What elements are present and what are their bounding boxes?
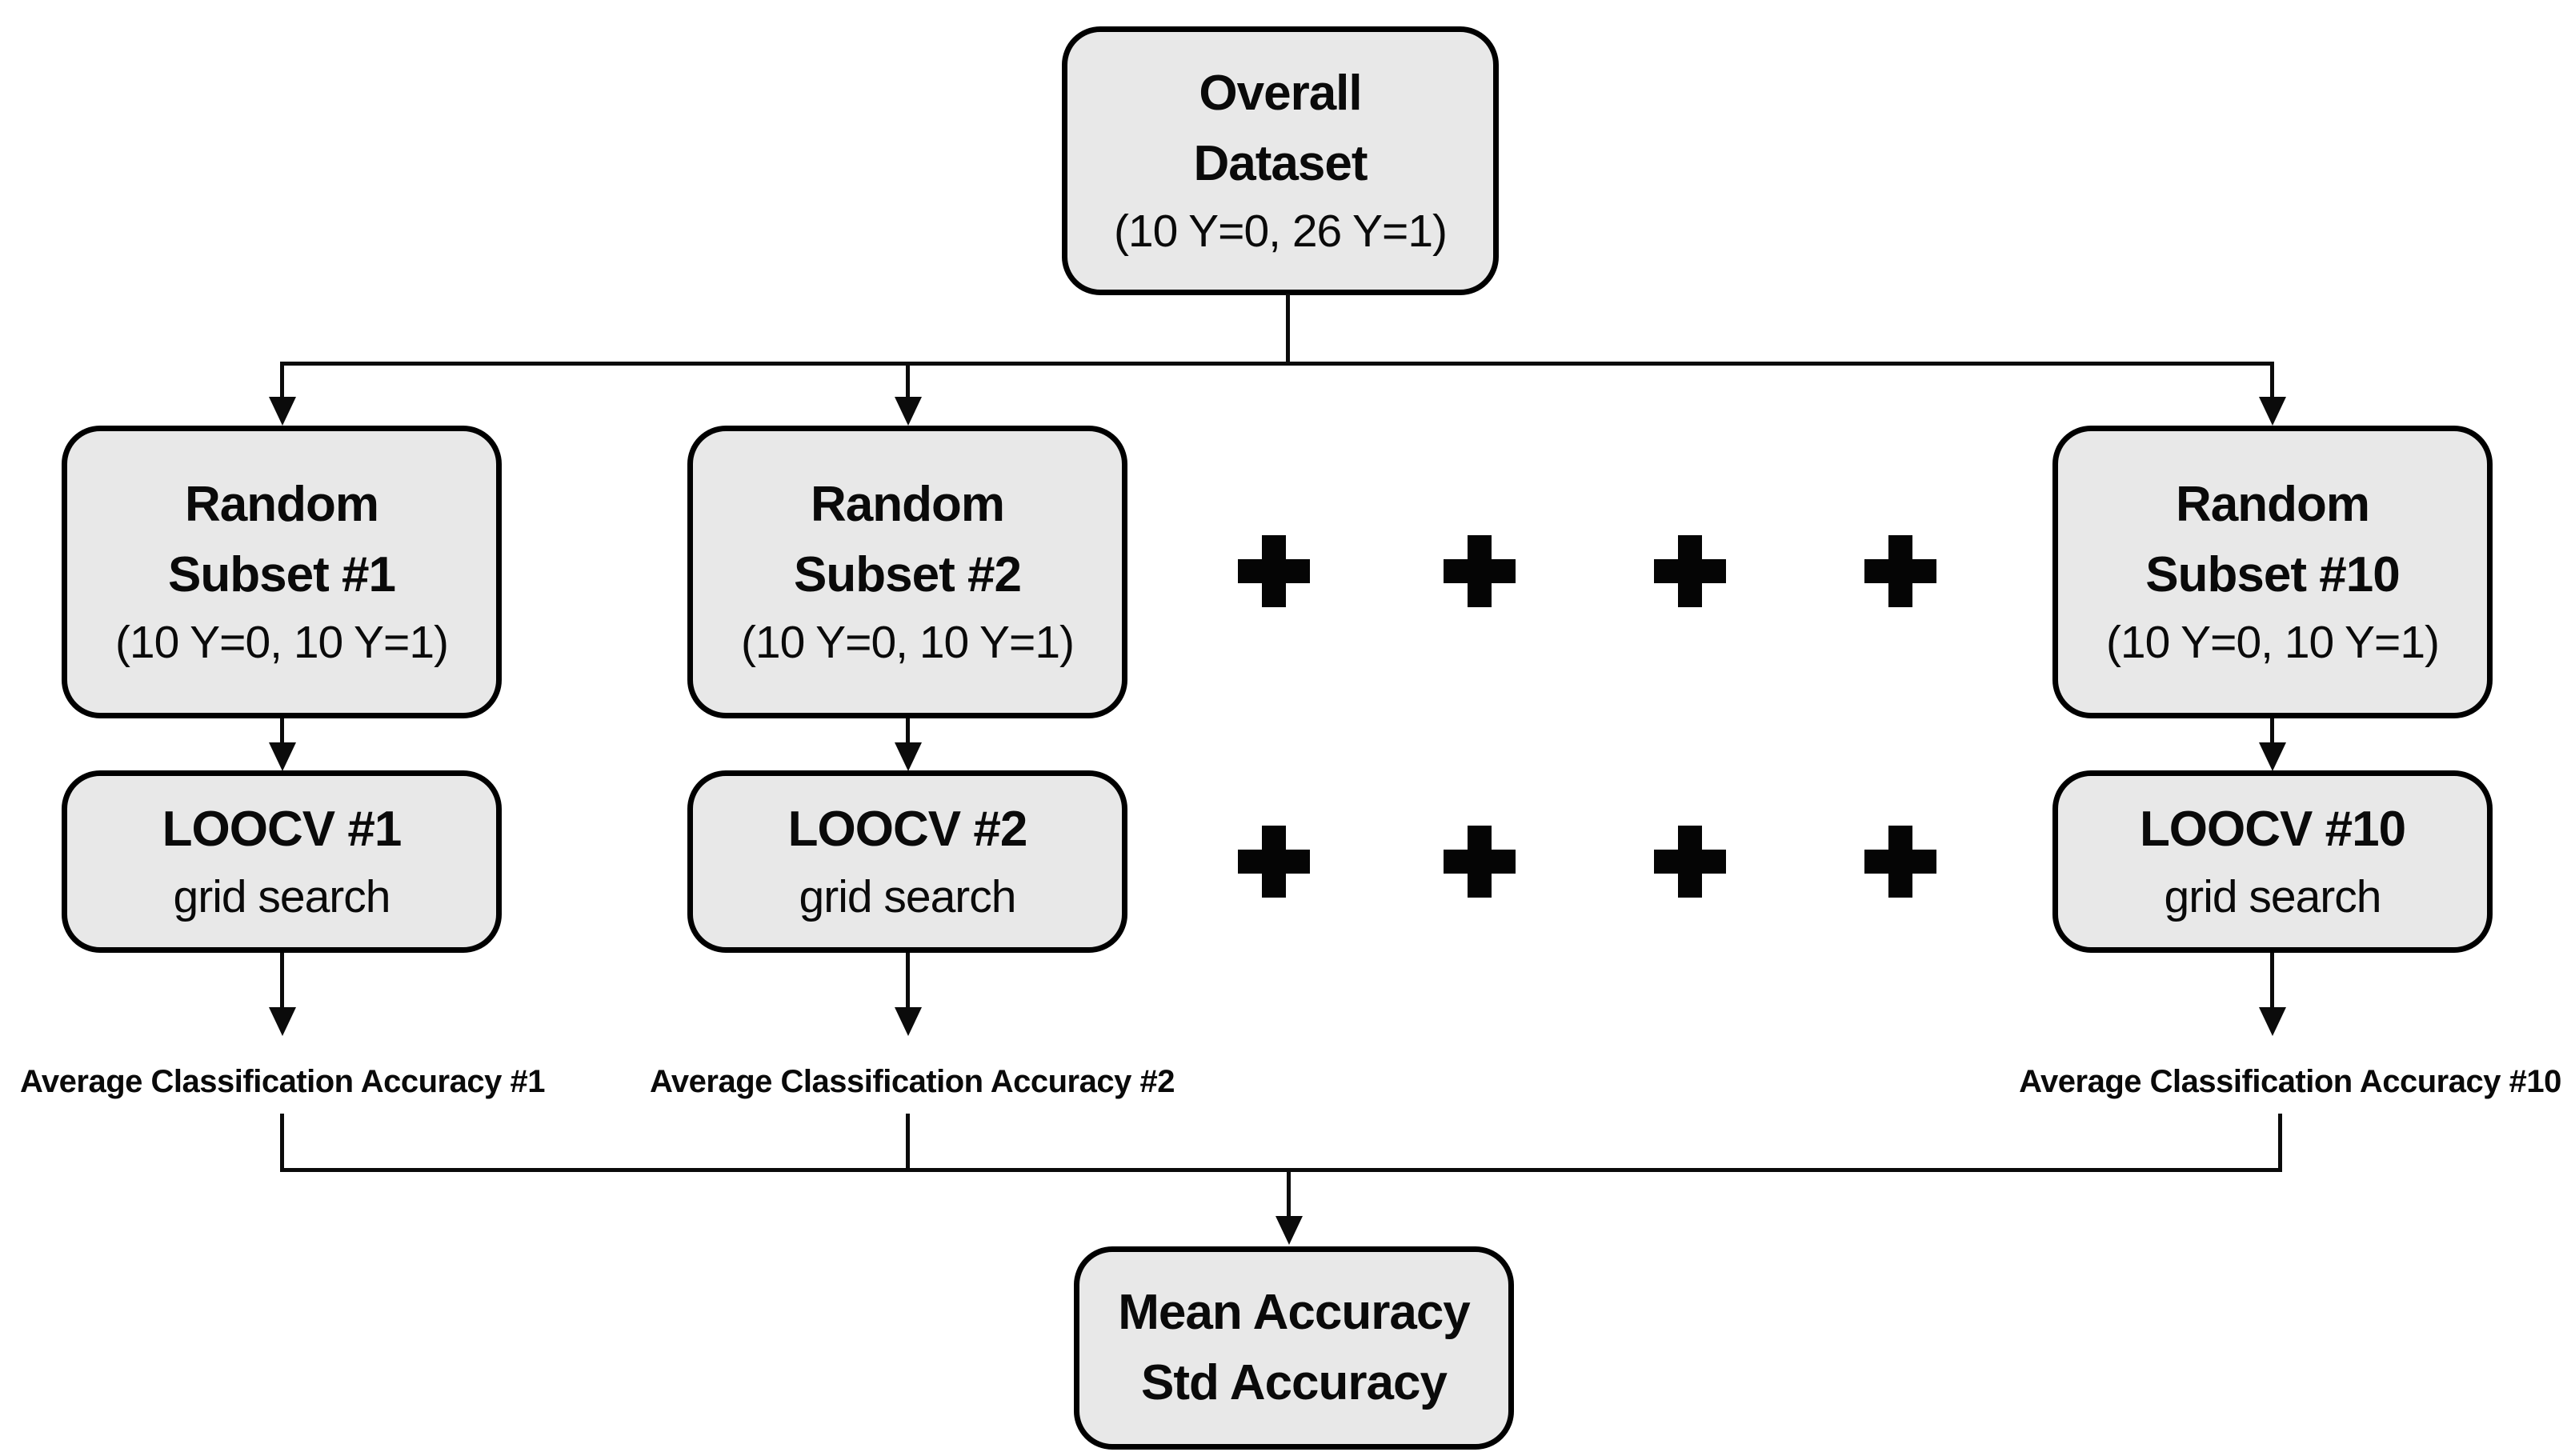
loocv-subtitle: grid search <box>799 870 1017 922</box>
arrow-down-icon <box>895 742 922 771</box>
plus-icon <box>1238 826 1310 898</box>
connector-line <box>2270 362 2274 400</box>
plus-icon <box>1238 535 1310 607</box>
plus-icon <box>1864 826 1936 898</box>
plus-icon <box>1654 535 1726 607</box>
plus-icon <box>1444 826 1516 898</box>
connector-line <box>280 953 284 1009</box>
connector-line <box>906 953 910 1009</box>
connector-converge-line <box>280 1168 2282 1172</box>
loocv-title: LOOCV #1 <box>162 801 402 857</box>
subset-title: Random <box>2176 476 2370 532</box>
overall-dataset-title: Overall <box>1199 65 1362 121</box>
loocv-1-box: LOOCV #1 grid search <box>62 770 502 953</box>
loocv-title: LOOCV #2 <box>787 801 1028 857</box>
overall-dataset-box: Overall Dataset (10 Y=0, 26 Y=1) <box>1062 26 1499 295</box>
arrow-down-icon <box>269 397 296 426</box>
connector-distribution-line <box>280 362 2274 366</box>
arrow-down-icon <box>895 397 922 426</box>
arrow-down-icon <box>2259 397 2286 426</box>
connector-line <box>1287 1168 1291 1218</box>
arrow-down-icon <box>269 742 296 771</box>
plus-icon <box>1444 535 1516 607</box>
plus-icon <box>1654 826 1726 898</box>
subset-title: Random <box>185 476 379 532</box>
accuracy-label-1: Average Classification Accuracy #1 <box>20 1064 545 1099</box>
connector-line <box>2278 1114 2282 1171</box>
connector-line <box>2270 718 2274 744</box>
subset-number: Subset #1 <box>168 546 396 602</box>
connector-line <box>906 718 910 744</box>
connector-line <box>2270 953 2274 1009</box>
subset-title: Random <box>811 476 1005 532</box>
connector-top-stem <box>1286 294 1290 364</box>
connector-line <box>280 718 284 744</box>
random-subset-10-box: Random Subset #10 (10 Y=0, 10 Y=1) <box>2052 426 2493 718</box>
random-subset-2-box: Random Subset #2 (10 Y=0, 10 Y=1) <box>687 426 1127 718</box>
connector-line <box>280 362 284 400</box>
plus-icon <box>1864 535 1936 607</box>
connector-line <box>906 362 910 400</box>
subset-counts: (10 Y=0, 10 Y=1) <box>114 616 449 668</box>
loocv-subtitle: grid search <box>2164 870 2382 922</box>
arrow-down-icon <box>269 1007 296 1036</box>
connector-line <box>280 1114 284 1171</box>
subset-number: Subset #10 <box>2145 546 2400 602</box>
loocv-subtitle: grid search <box>173 870 391 922</box>
std-accuracy-line: Std Accuracy <box>1141 1355 1448 1410</box>
arrow-down-icon <box>2259 742 2286 771</box>
arrow-down-icon <box>1275 1216 1303 1245</box>
connector-line <box>906 1114 910 1171</box>
arrow-down-icon <box>895 1007 922 1036</box>
subset-number: Subset #2 <box>794 546 1022 602</box>
accuracy-label-2: Average Classification Accuracy #2 <box>650 1064 1175 1099</box>
subset-counts: (10 Y=0, 10 Y=1) <box>2105 616 2440 668</box>
overall-dataset-counts: (10 Y=0, 26 Y=1) <box>1113 205 1448 257</box>
mean-accuracy-line: Mean Accuracy <box>1118 1284 1471 1340</box>
arrow-down-icon <box>2259 1007 2286 1036</box>
random-subset-1-box: Random Subset #1 (10 Y=0, 10 Y=1) <box>62 426 502 718</box>
loocv-2-box: LOOCV #2 grid search <box>687 770 1127 953</box>
mean-std-accuracy-box: Mean Accuracy Std Accuracy <box>1074 1246 1514 1450</box>
accuracy-label-10: Average Classification Accuracy #10 <box>2019 1064 2561 1099</box>
loocv-10-box: LOOCV #10 grid search <box>2052 770 2493 953</box>
overall-dataset-title2: Dataset <box>1193 135 1368 191</box>
subset-counts: (10 Y=0, 10 Y=1) <box>740 616 1075 668</box>
loocv-title: LOOCV #10 <box>2139 801 2406 857</box>
